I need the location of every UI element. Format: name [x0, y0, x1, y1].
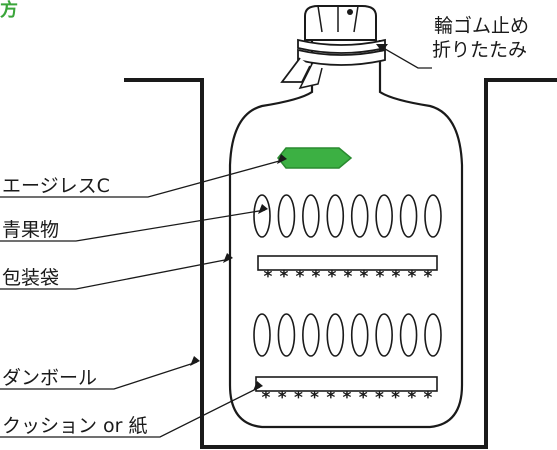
cushion-star: * [296, 267, 305, 287]
leader-cushion [0, 386, 261, 438]
rubber-band [280, 38, 386, 90]
cushion-star: * [326, 388, 335, 408]
cushion-star: * [359, 388, 368, 408]
leader-absorber [0, 159, 284, 198]
cushion-star: * [294, 388, 303, 408]
produce-oval [350, 194, 369, 238]
produce-oval [302, 313, 320, 357]
produce-oval [326, 313, 345, 357]
label-oxygen-absorber: エージレスC [2, 175, 110, 197]
cushion-star: * [264, 267, 273, 287]
produce-row-bottom [253, 313, 442, 357]
produce-oval [424, 194, 442, 238]
cushion-star: * [392, 267, 401, 287]
produce-oval [253, 194, 271, 238]
cushion-star: * [328, 267, 337, 287]
cushion-star: * [280, 267, 289, 287]
cushion-star: * [278, 388, 287, 408]
leader-bag [0, 258, 231, 290]
label-rubber-band: 輪ゴム止め [434, 15, 529, 37]
label-cushion: クッション or 紙 [2, 415, 148, 437]
cushion-star: * [360, 267, 369, 287]
produce-oval [277, 194, 296, 238]
packaging-bag-outline [228, 40, 464, 429]
cushion-star: * [407, 388, 416, 408]
produce-oval [424, 313, 442, 357]
cushion-star: * [262, 388, 271, 408]
cushion-stars-top: * * * * * * * * * * * [264, 267, 433, 287]
label-produce: 青果物 [2, 219, 59, 241]
cushion-star: * [376, 267, 385, 287]
produce-oval [350, 313, 369, 357]
cushion-star: * [344, 267, 353, 287]
cushion-star: * [424, 267, 433, 287]
cushion-star: * [375, 388, 384, 408]
cushion-star: * [310, 388, 319, 408]
cushion-stars-bottom: * * * * * * * * * * * [262, 388, 433, 408]
cushion-star: * [408, 267, 417, 287]
produce-oval [302, 194, 320, 238]
produce-oval [399, 313, 418, 357]
produce-oval [375, 313, 393, 357]
leader-cardboard [0, 361, 198, 390]
produce-oval [326, 194, 345, 238]
produce-oval [277, 313, 296, 357]
cushion-star: * [391, 388, 400, 408]
leader-produce [0, 209, 266, 242]
label-cardboard: ダンボール [2, 367, 97, 389]
cushion-star: * [424, 388, 433, 408]
corner-text: 方 [0, 0, 18, 21]
leader-top-right [379, 45, 432, 69]
bag-neck [304, 5, 377, 41]
cushion-star: * [343, 388, 352, 408]
label-packaging-bag: 包装袋 [2, 267, 59, 289]
produce-oval [399, 194, 418, 238]
cushion-box-top [257, 255, 438, 271]
oxygen-absorber-sachet [277, 147, 353, 169]
cushion-star: * [312, 267, 321, 287]
produce-oval [253, 313, 271, 357]
label-fold: 折りたたみ [432, 39, 527, 61]
cardboard-box-outline [124, 78, 557, 449]
produce-row-top [253, 194, 442, 238]
produce-oval [375, 194, 393, 238]
